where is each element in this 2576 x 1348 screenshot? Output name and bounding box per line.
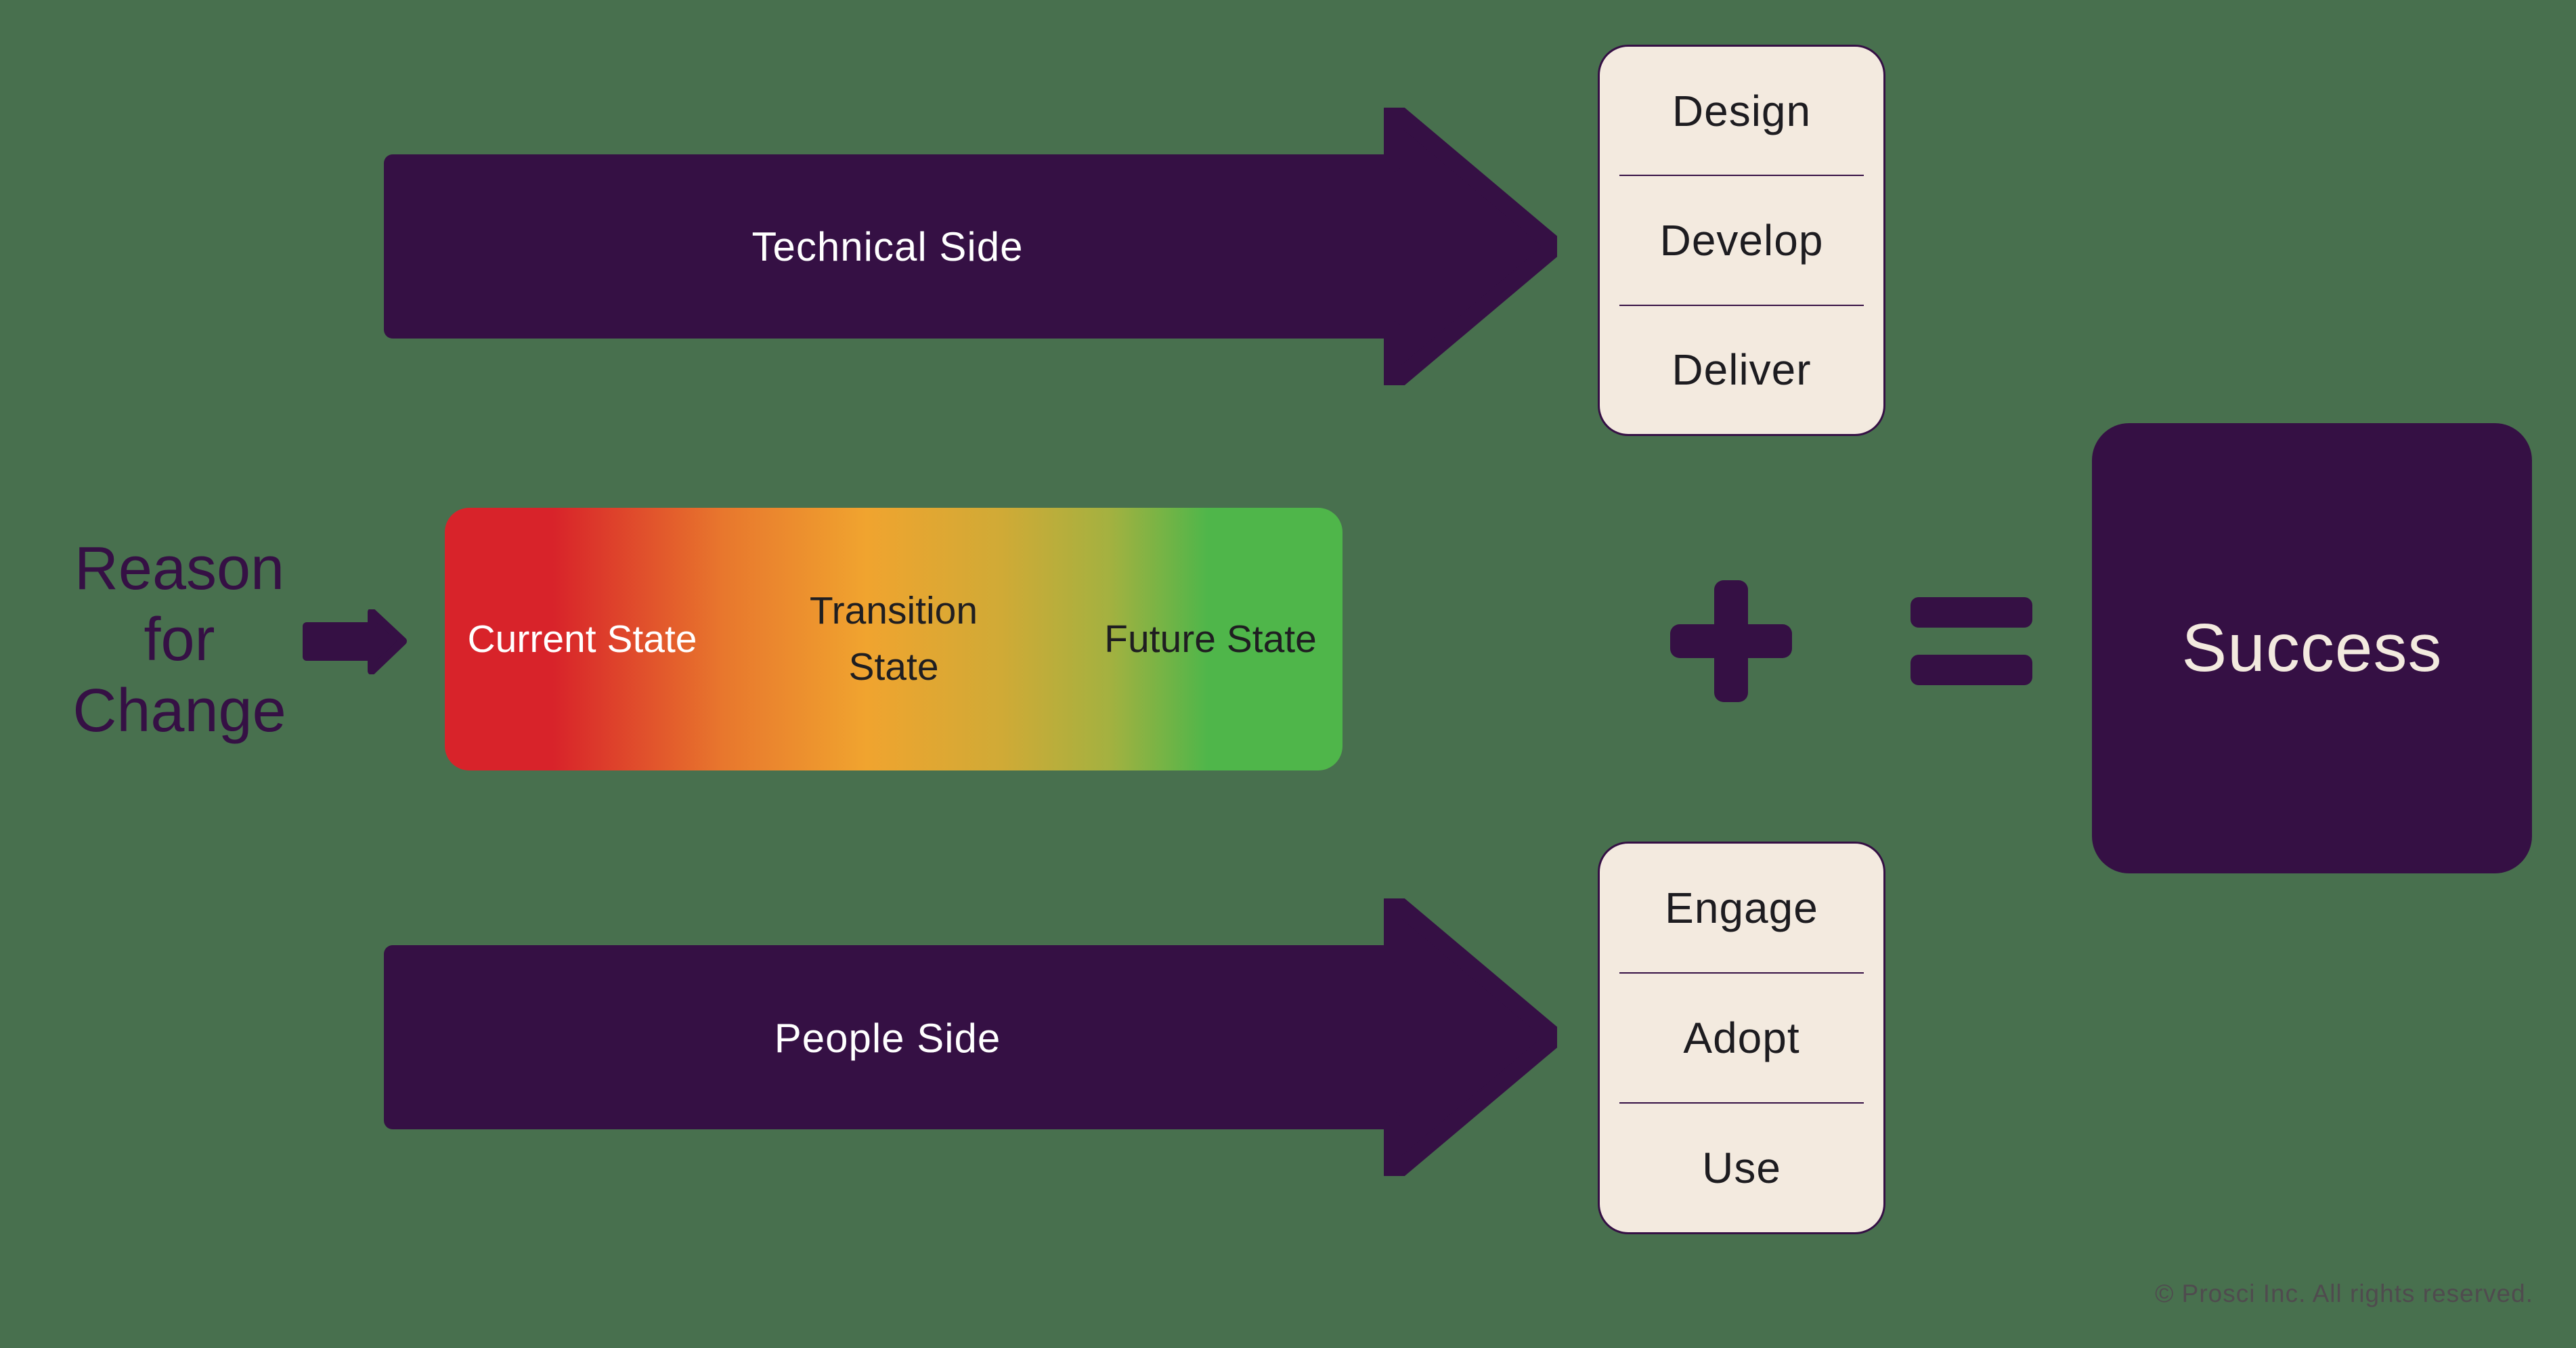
step-engage: Engage	[1665, 884, 1818, 932]
plus-horizontal-bar	[1670, 624, 1792, 658]
divider	[1619, 304, 1864, 306]
equals-top-bar	[1911, 597, 2032, 628]
change-state-gradient-bar: Current State Transition State Future St…	[445, 508, 1342, 770]
reason-for-change-label: Reason for Change	[27, 534, 332, 747]
technical-steps-box: Design Develop Deliver	[1598, 45, 1885, 436]
plus-icon	[1670, 580, 1792, 702]
technical-side-arrow-icon	[384, 108, 1557, 385]
people-side-label: People Side	[774, 1015, 1001, 1061]
current-state-label: Current State	[467, 617, 697, 661]
right-arrow-icon	[303, 609, 407, 674]
success-label: Success	[2181, 610, 2443, 686]
equals-icon	[1911, 597, 2032, 685]
reason-line-1: Reason	[74, 535, 285, 603]
future-state-label: Future State	[1104, 617, 1317, 661]
step-design: Design	[1672, 86, 1812, 135]
transition-state-label: Transition State	[809, 589, 978, 689]
step-deliver: Deliver	[1672, 345, 1812, 395]
reason-line-2: for	[144, 606, 215, 674]
equals-bottom-bar	[1911, 655, 2032, 685]
step-use: Use	[1702, 1144, 1781, 1192]
step-adopt: Adopt	[1683, 1014, 1800, 1062]
step-develop: Develop	[1659, 215, 1824, 265]
copyright-text: © Prosci Inc. All rights reserved.	[2155, 1280, 2533, 1307]
success-box: Success	[2092, 423, 2532, 873]
divider	[1619, 175, 1864, 177]
divider	[1619, 972, 1864, 974]
technical-side-label: Technical Side	[751, 223, 1024, 269]
people-side-arrow-icon	[384, 898, 1557, 1176]
reason-line-3: Change	[72, 677, 286, 745]
divider	[1619, 1102, 1864, 1104]
people-steps-box: Engage Adopt Use	[1598, 842, 1885, 1234]
